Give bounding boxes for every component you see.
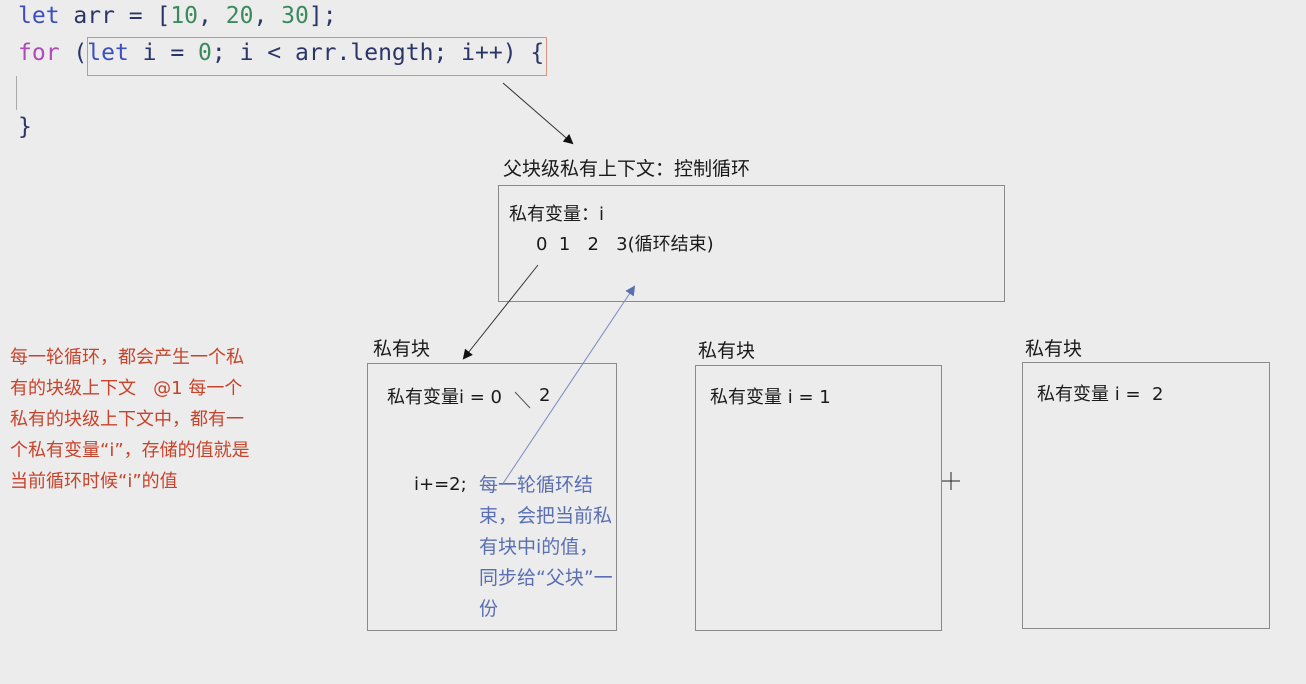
block-label: 私有块 [373,338,431,360]
parent-values: 0 1 2 3(循环结束) [536,234,714,255]
number: 0 [198,40,212,66]
arrow-to-parent [502,82,574,145]
code-text: ; i < arr.length; i++ [211,40,503,66]
private-block-2: 私有变量 i = 1 [695,365,942,631]
sync-arrow [501,285,636,486]
highlight-box [87,37,547,76]
number: 30 [281,3,309,29]
code-text: arr = [ [59,3,171,29]
parent-var-label: 私有变量：i [509,204,605,225]
parent-context-box: 私有变量：i 0 1 2 3(循环结束) [498,185,1005,302]
block-label: 私有块 [1025,338,1083,360]
code-text: ) [502,40,517,66]
code-text: i = [128,40,199,66]
private-block-3: 私有变量 i = 2 [1022,362,1270,629]
code-line-4: } [18,114,32,140]
code-line-2: for (let i = 0; i < arr.length; i++) { [18,40,544,66]
block-var: 私有变量 i = 2 [1037,384,1164,405]
keyword: let [87,40,129,66]
private-block-1: 私有变量i = 0 2 i+=2; 每一轮循环结束，会把当前私有块中i的值，同步… [367,363,617,631]
code-text: ( [59,40,88,66]
left-note: 每一轮循环，都会产生一个私有的块级上下文 @1 每一个私有的块级上下文中，都有一… [10,347,250,492]
strike-mark [514,391,531,409]
code-text: ]; [308,3,337,29]
code-text: , [198,3,226,29]
block-var: 私有变量 i = 1 [710,387,831,408]
code-line-1: let arr = [10, 20, 30]; [18,3,337,29]
block-statement: i+=2; [414,474,467,495]
block-var-new: 2 [539,385,551,406]
parent-context-title: 父块级私有上下文：控制循环 [503,158,751,180]
number: 10 [170,3,199,29]
block-label: 私有块 [698,340,756,362]
block-var: 私有变量i = 0 [387,387,502,408]
keyword: for [18,40,60,66]
code-text: { [516,40,545,66]
sync-note: 每一轮循环结束，会把当前私有块中i的值，同步给“父块”一份 [479,474,613,620]
keyword: let [18,3,60,29]
arrow-to-block [462,264,539,360]
number: 20 [225,3,254,29]
text-cursor [16,76,17,110]
crosshair-cursor-icon [942,472,960,490]
code-text: , [253,3,282,29]
